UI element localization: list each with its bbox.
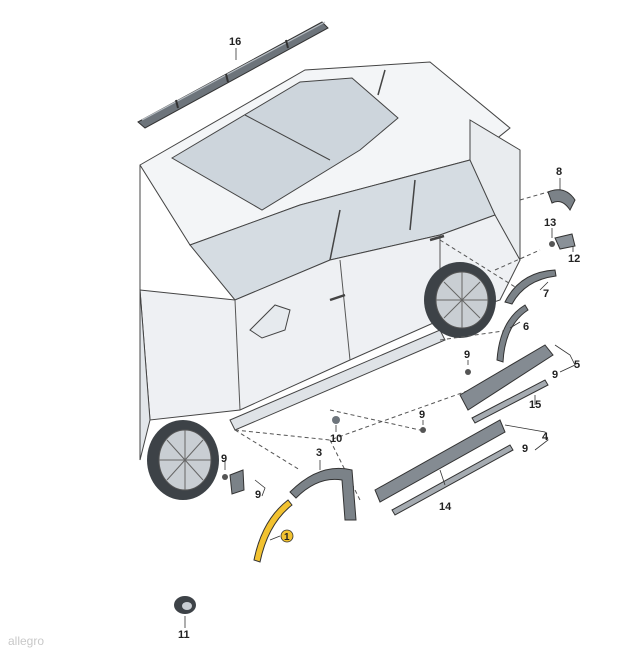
part-15[interactable] bbox=[471, 379, 549, 424]
part-9-clip-c[interactable] bbox=[420, 427, 426, 433]
part-12-13[interactable] bbox=[549, 233, 576, 250]
part-8[interactable] bbox=[547, 189, 576, 211]
callout-13: 13 bbox=[544, 217, 556, 229]
callout-9-clip-b: 9 bbox=[464, 349, 470, 361]
callout-8: 8 bbox=[556, 166, 562, 178]
part-3[interactable] bbox=[289, 467, 357, 521]
callout-11: 11 bbox=[178, 629, 190, 641]
callout-15: 15 bbox=[529, 399, 541, 411]
callout-9-clip-c: 9 bbox=[419, 409, 425, 421]
callout-5: 5 bbox=[574, 359, 580, 371]
callout-4: 4 bbox=[542, 431, 549, 443]
callout-12: 12 bbox=[568, 253, 580, 265]
part-5[interactable] bbox=[459, 344, 554, 411]
car-body bbox=[139, 61, 521, 500]
watermark: allegro bbox=[8, 634, 44, 648]
callout-14: 14 bbox=[439, 501, 452, 513]
callout-1: 1 bbox=[284, 532, 290, 543]
callout-16: 16 bbox=[229, 36, 241, 48]
leader-lines bbox=[184, 48, 576, 628]
part-9-clip-b[interactable] bbox=[465, 369, 471, 375]
callout-9-4: 9 bbox=[522, 443, 528, 455]
part-9-clip-a[interactable] bbox=[222, 474, 228, 480]
part-4[interactable] bbox=[374, 419, 506, 503]
part-10-clip[interactable] bbox=[332, 416, 340, 424]
callout-9-bracket: 9 bbox=[255, 489, 261, 501]
roof-rail[interactable] bbox=[137, 21, 329, 129]
part-14[interactable] bbox=[391, 444, 514, 516]
callout-9-clip-a: 9 bbox=[221, 453, 227, 465]
callout-6: 6 bbox=[523, 321, 529, 333]
part-7[interactable] bbox=[504, 269, 557, 305]
callout-1-badge: 1 bbox=[280, 529, 294, 543]
part-1-highlighted[interactable] bbox=[253, 499, 293, 563]
callout-10: 10 bbox=[330, 433, 342, 445]
part-11[interactable] bbox=[174, 596, 196, 614]
callout-9-5: 9 bbox=[552, 369, 558, 381]
callout-3: 3 bbox=[316, 447, 322, 459]
callout-7: 7 bbox=[543, 288, 549, 300]
part-6[interactable] bbox=[496, 304, 529, 363]
part-9-bracket-front[interactable] bbox=[229, 469, 245, 495]
